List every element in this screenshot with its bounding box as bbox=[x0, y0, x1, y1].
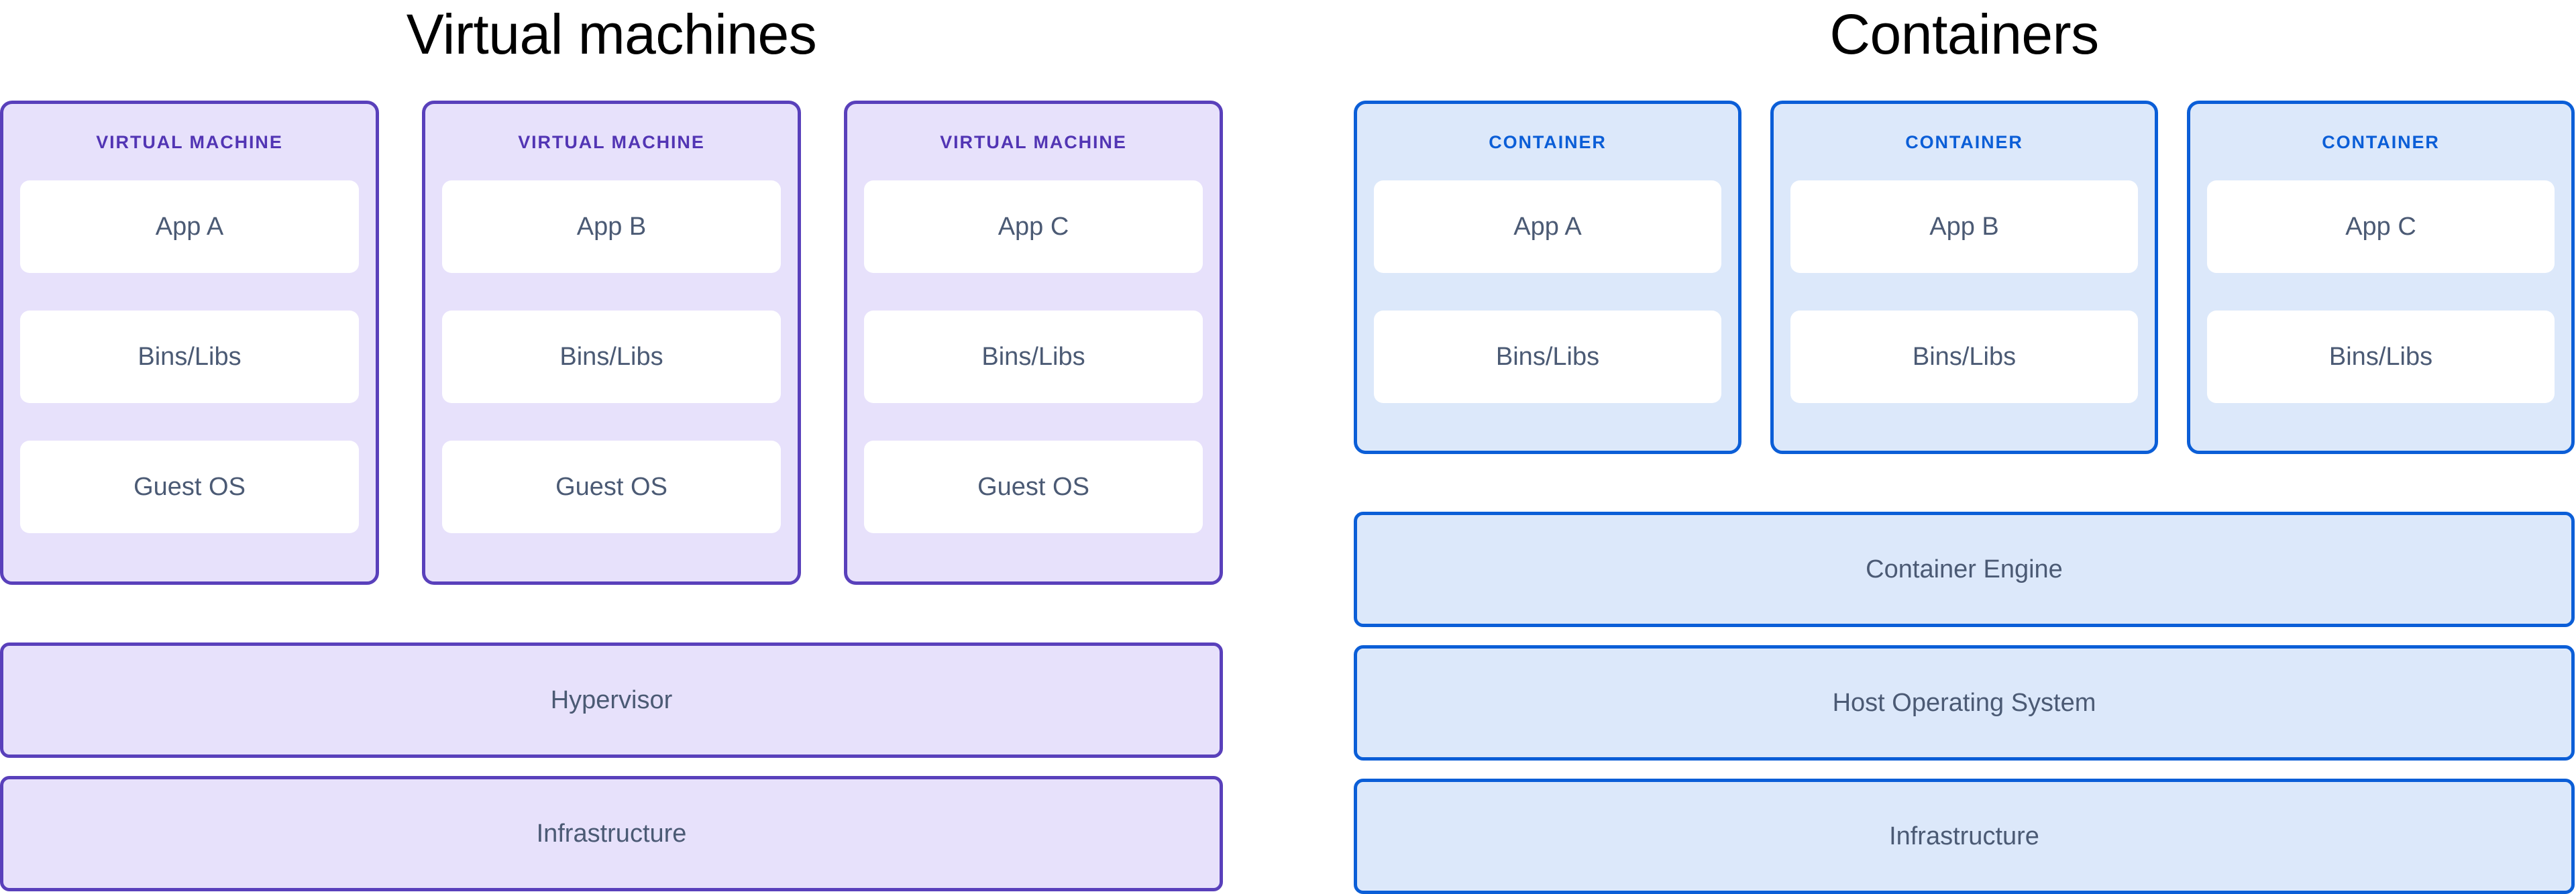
infrastructure-layer: Infrastructure bbox=[1354, 779, 2575, 894]
bins-libs-box: Bins/Libs bbox=[1374, 311, 1721, 403]
containers-stack: CONTAINER App A Bins/Libs CONTAINER App … bbox=[1354, 101, 2575, 894]
hypervisor-layer: Hypervisor bbox=[0, 642, 1223, 758]
app-box: App C bbox=[864, 180, 1203, 273]
virtual-machine-card: VIRTUAL MACHINE App C Bins/Libs Guest OS bbox=[844, 101, 1223, 585]
app-box: App C bbox=[2207, 180, 2555, 273]
virtual-machine-card-label: VIRTUAL MACHINE bbox=[518, 132, 705, 152]
virtual-machines-title: Virtual machines bbox=[406, 3, 817, 66]
container-card-label: CONTAINER bbox=[1905, 132, 2023, 152]
virtual-machines-panel: Virtual machines VIRTUAL MACHINE App A B… bbox=[0, 0, 1288, 893]
infrastructure-layer: Infrastructure bbox=[0, 776, 1223, 891]
guest-os-box: Guest OS bbox=[864, 441, 1203, 533]
app-box: App B bbox=[1790, 180, 2138, 273]
virtual-machine-card-label: VIRTUAL MACHINE bbox=[940, 132, 1127, 152]
bins-libs-box: Bins/Libs bbox=[1790, 311, 2138, 403]
virtual-machine-card-label: VIRTUAL MACHINE bbox=[96, 132, 283, 152]
bins-libs-box: Bins/Libs bbox=[20, 311, 359, 403]
bins-libs-box: Bins/Libs bbox=[442, 311, 781, 403]
container-card-label: CONTAINER bbox=[1489, 132, 1607, 152]
bins-libs-box: Bins/Libs bbox=[864, 311, 1203, 403]
host-operating-system-layer: Host Operating System bbox=[1354, 645, 2575, 761]
guest-os-box: Guest OS bbox=[442, 441, 781, 533]
bins-libs-box: Bins/Libs bbox=[2207, 311, 2555, 403]
container-card-row: CONTAINER App A Bins/Libs CONTAINER App … bbox=[1354, 101, 2575, 454]
container-card: CONTAINER App B Bins/Libs bbox=[1770, 101, 2158, 454]
virtual-machine-layer-list: Hypervisor Infrastructure bbox=[0, 642, 1223, 891]
container-card: CONTAINER App C Bins/Libs bbox=[2187, 101, 2575, 454]
virtual-machines-stack: VIRTUAL MACHINE App A Bins/Libs Guest OS… bbox=[0, 101, 1223, 891]
container-card-label: CONTAINER bbox=[2322, 132, 2440, 152]
containers-panel: Containers CONTAINER App A Bins/Libs CON… bbox=[1288, 0, 2576, 894]
app-box: App B bbox=[442, 180, 781, 273]
container-engine-layer: Container Engine bbox=[1354, 512, 2575, 627]
app-box: App A bbox=[20, 180, 359, 273]
app-box: App A bbox=[1374, 180, 1721, 273]
containers-title: Containers bbox=[1829, 3, 2099, 66]
virtual-machine-card: VIRTUAL MACHINE App B Bins/Libs Guest OS bbox=[422, 101, 801, 585]
virtual-machine-card-row: VIRTUAL MACHINE App A Bins/Libs Guest OS… bbox=[0, 101, 1223, 585]
container-layer-list: Container Engine Host Operating System I… bbox=[1354, 512, 2575, 894]
virtual-machine-card: VIRTUAL MACHINE App A Bins/Libs Guest OS bbox=[0, 101, 379, 585]
container-card: CONTAINER App A Bins/Libs bbox=[1354, 101, 1741, 454]
guest-os-box: Guest OS bbox=[20, 441, 359, 533]
